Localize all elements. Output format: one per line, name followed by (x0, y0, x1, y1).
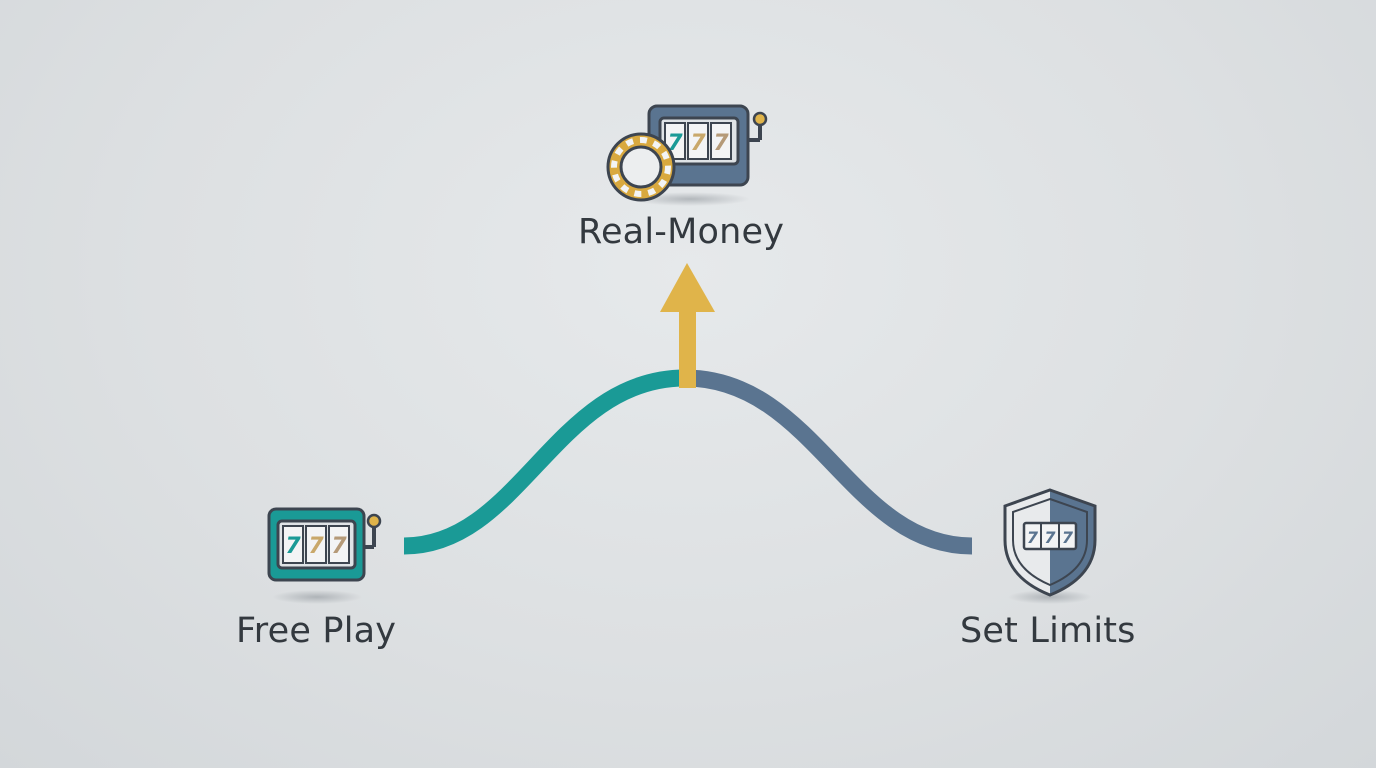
curve-left-segment (403, 369, 686, 555)
real-money-label: Real-Money (578, 212, 785, 252)
svg-text:7: 7 (667, 131, 683, 156)
slot-machine-icon: 7 7 7 (267, 507, 382, 604)
poker-chip-icon (606, 132, 676, 202)
svg-text:7: 7 (690, 131, 706, 156)
svg-text:7: 7 (285, 534, 301, 559)
set-limits-label: Set Limits (960, 611, 1136, 651)
svg-text:7: 7 (713, 131, 729, 156)
free-play-label: Free Play (236, 611, 397, 651)
svg-text:7: 7 (1027, 528, 1039, 547)
svg-text:7: 7 (1044, 528, 1056, 547)
up-arrow-icon (660, 263, 715, 388)
shield-slot-icon: 7 7 7 (1003, 488, 1097, 604)
svg-text:7: 7 (331, 534, 347, 559)
svg-text:7: 7 (1062, 528, 1074, 547)
svg-text:7: 7 (308, 534, 324, 559)
curve-right-segment (684, 369, 973, 555)
